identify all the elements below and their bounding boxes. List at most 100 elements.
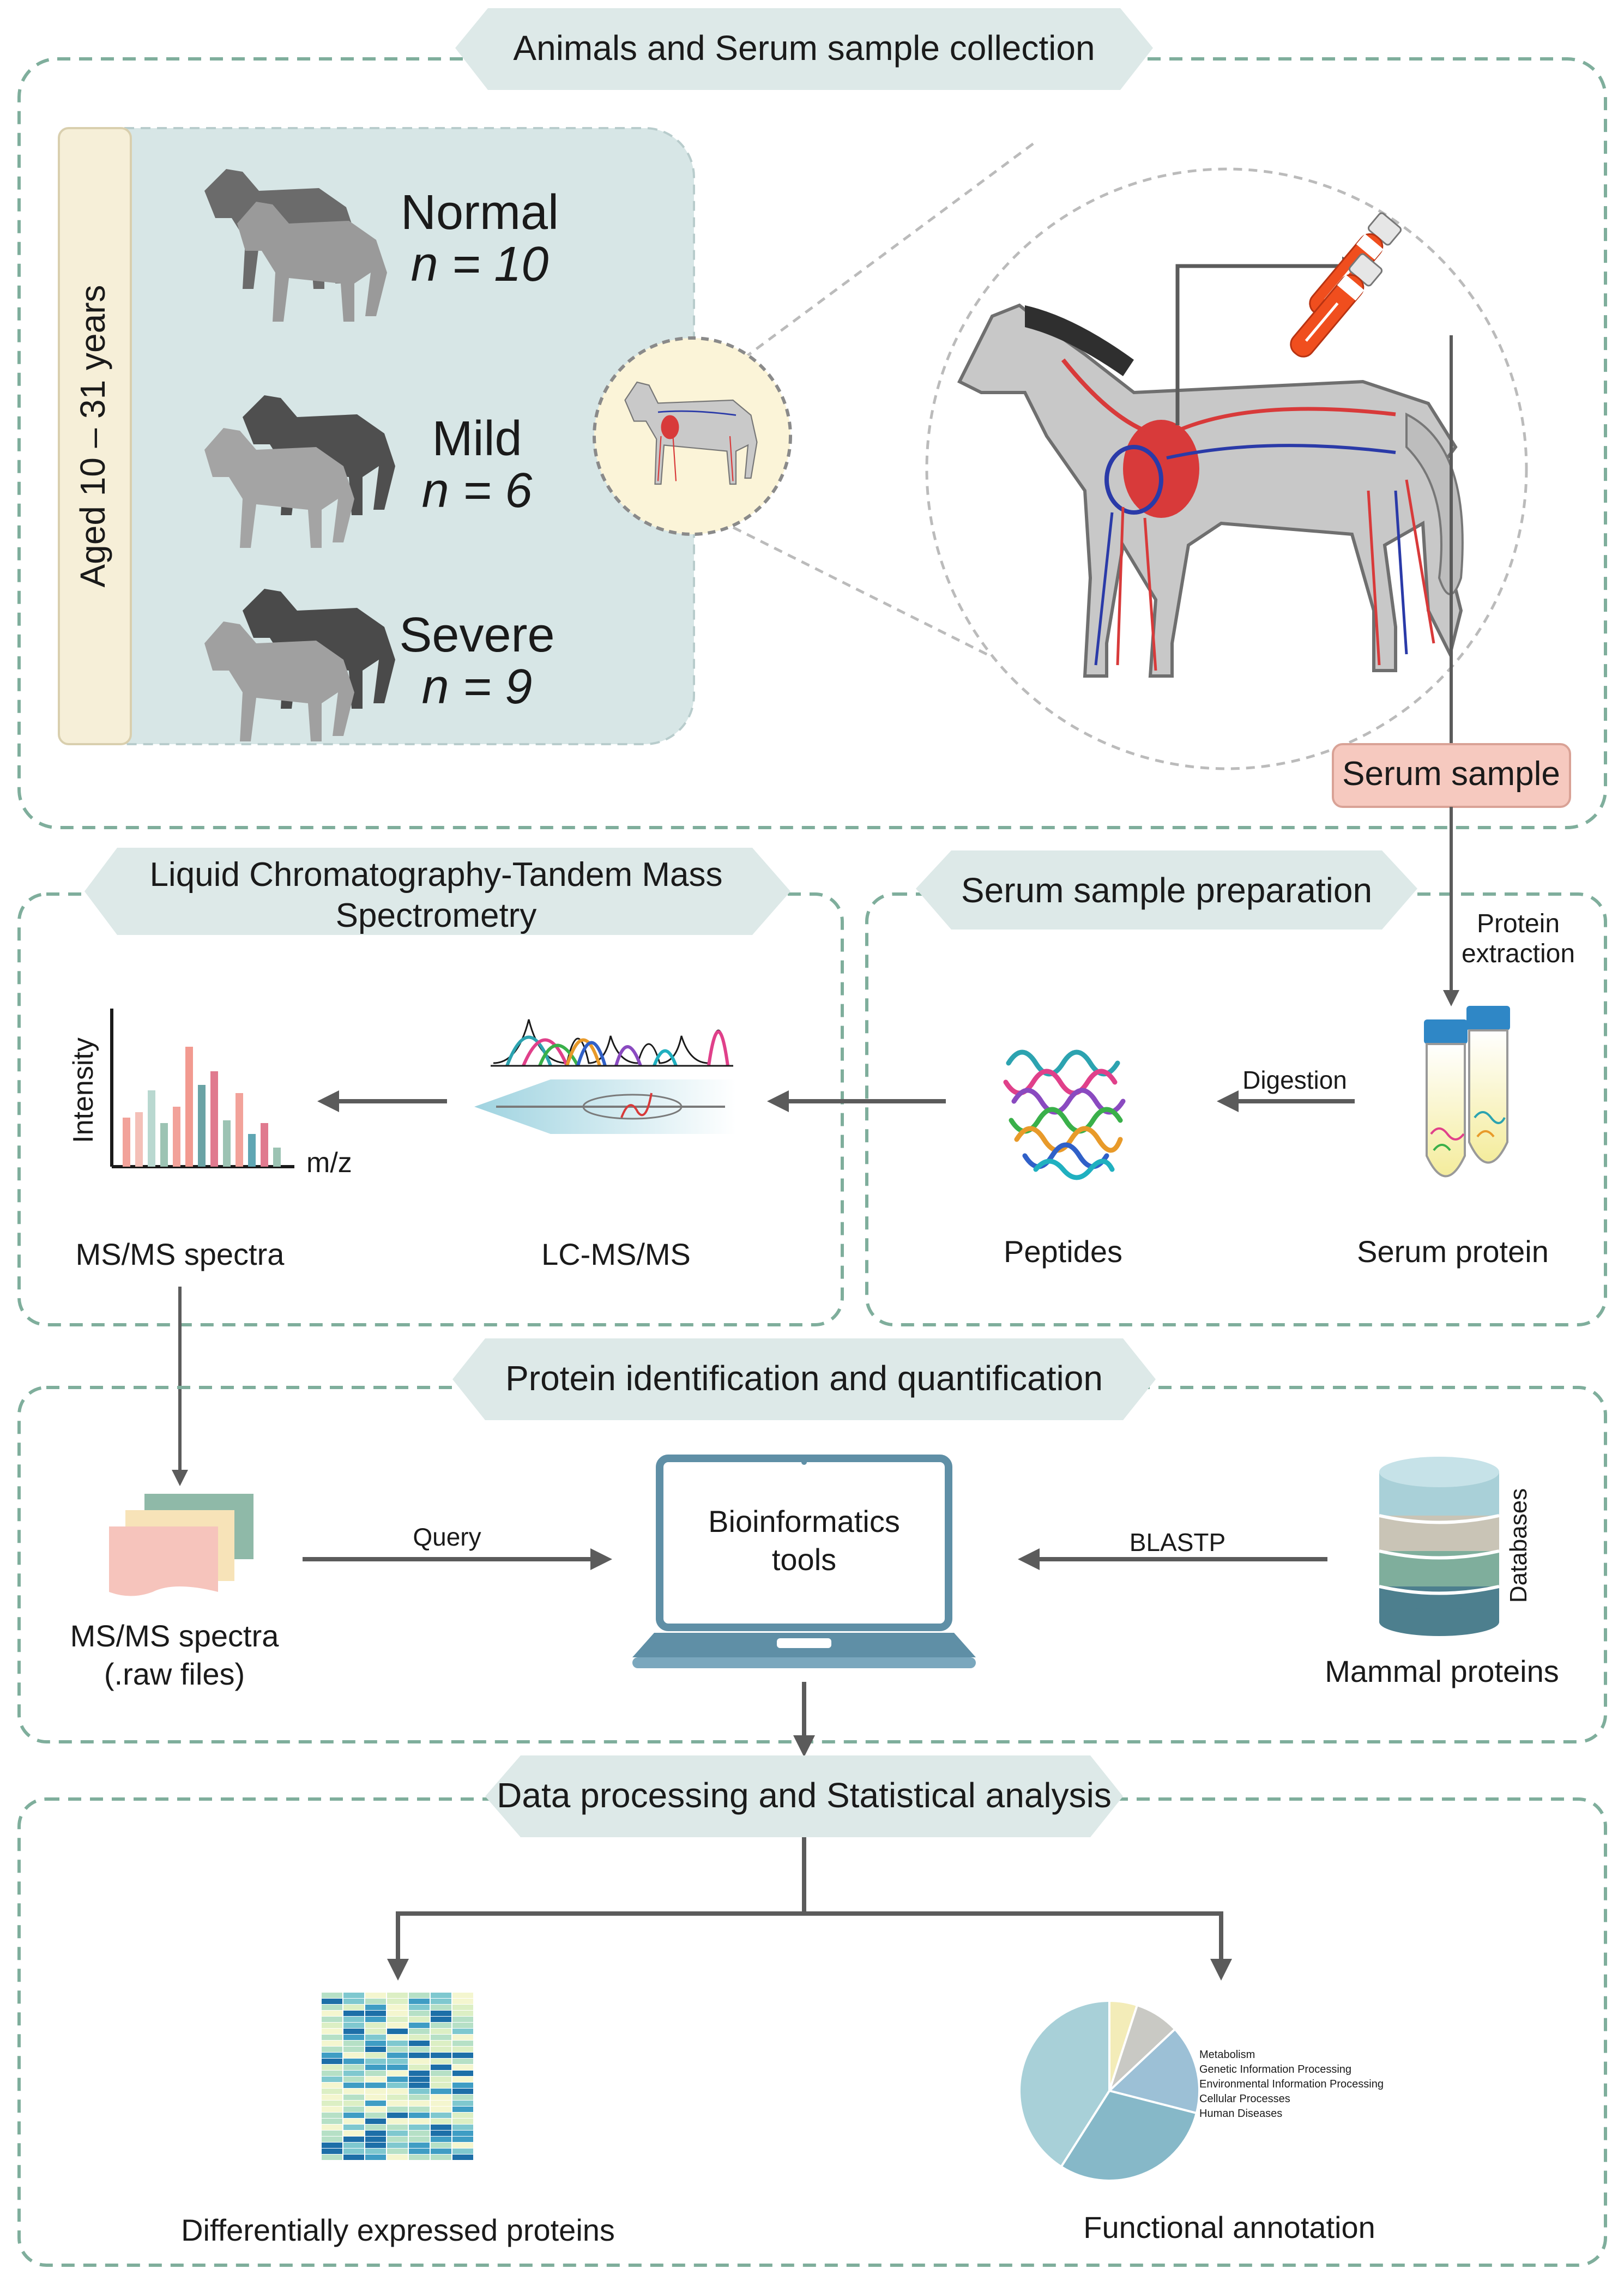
heatmap-cell: [365, 2077, 386, 2082]
heatmap-cell: [409, 1993, 430, 1998]
laptop-icon: [632, 1455, 976, 1668]
heatmap-cell: [322, 2047, 342, 2052]
heatmap-cell: [387, 2119, 408, 2124]
heatmap-cell: [431, 2113, 451, 2118]
heatmap-cell: [365, 2125, 386, 2130]
heatmap-cell: [365, 2071, 386, 2076]
heatmap-cell: [409, 2131, 430, 2136]
pie-chart-icon: [1018, 1999, 1201, 2182]
heatmap-cell: [343, 2131, 364, 2136]
heatmap-cell: [452, 2053, 473, 2058]
heatmap-cell: [343, 2071, 364, 2076]
horse-group-normal-icon: [204, 169, 387, 322]
heatmap-cell: [409, 2101, 430, 2106]
heatmap-cell: [365, 2089, 386, 2094]
heatmap-cell: [387, 2053, 408, 2058]
heatmap-cell: [365, 2017, 386, 2022]
heatmap-cell: [365, 2155, 386, 2160]
identification-banner: Protein identification and quantificatio…: [452, 1338, 1156, 1420]
collection-section-border: [17, 57, 1607, 829]
heatmap-cell: [365, 2083, 386, 2088]
lcms-banner: Liquid Chromatography-Tandem Mass Spectr…: [84, 848, 790, 935]
heatmap-cell: [322, 2065, 342, 2070]
heatmap-cell: [431, 2041, 451, 2046]
raw-files-icon: [109, 1494, 253, 1596]
raw-files-line1: MS/MS spectra: [70, 1619, 280, 1653]
heatmap-cell: [452, 2029, 473, 2034]
heatmap-cell: [387, 1999, 408, 2004]
horse-group-mild-icon: [204, 395, 395, 548]
heatmap-cell: [431, 1993, 451, 1998]
horse-group-severe-icon: [204, 589, 395, 741]
heatmap-cell: [387, 2047, 408, 2052]
heatmap-cell: [365, 2107, 386, 2112]
dep-label: Differentially expressed proteins: [181, 2213, 615, 2247]
horse-anatomy-icon: [957, 303, 1464, 678]
heatmap-cell: [343, 2143, 364, 2148]
heatmap-cell: [387, 2011, 408, 2016]
heatmap-cell: [409, 2071, 430, 2076]
peptides-icon: [1003, 1049, 1126, 1180]
heatmap-cell: [343, 2077, 364, 2082]
heatmap-cell: [409, 2047, 430, 2052]
heatmap-cell: [387, 1993, 408, 1998]
msms-spectrum-icon: [110, 1009, 294, 1168]
heatmap-cell: [387, 2137, 408, 2142]
heatmap-cell: [322, 2011, 342, 2016]
heatmap-cell: [322, 2053, 342, 2058]
heatmap-cell: [322, 1999, 342, 2004]
heatmap-cell: [409, 2137, 430, 2142]
analysis-banner: Data processing and Statistical analysis: [485, 1755, 1123, 1837]
heatmap-cell: [387, 2143, 408, 2148]
heatmap-cell: [343, 1993, 364, 1998]
heatmap-cell: [431, 2131, 451, 2136]
heatmap-cell: [343, 2149, 364, 2154]
heatmap-cell: [431, 2125, 451, 2130]
heatmap-cell: [452, 2047, 473, 2052]
heatmap-cell: [343, 2107, 364, 2112]
zoom-line-top: [719, 140, 1037, 378]
heatmap-cell: [343, 2035, 364, 2040]
heatmap-cell: [409, 2149, 430, 2154]
heatmap-cell: [452, 1999, 473, 2004]
heatmap-cell: [452, 2023, 473, 2028]
heatmap-cell: [452, 2059, 473, 2064]
heatmap-cell: [322, 2077, 342, 2082]
heatmap-cell: [365, 1993, 386, 1998]
heatmap-cell: [452, 2149, 473, 2154]
heatmap-cell: [409, 2041, 430, 2046]
heatmap-cell: [343, 2119, 364, 2124]
heatmap-cell: [387, 2149, 408, 2154]
heatmap-cell: [452, 2113, 473, 2118]
heatmap-cell: [452, 2125, 473, 2130]
heatmap-cell: [452, 2041, 473, 2046]
pie-legend: Metabolism Genetic Information Processin…: [1199, 2049, 1384, 2120]
heatmap-cell: [343, 2125, 364, 2130]
functional-annotation-label: Functional annotation: [1083, 2210, 1375, 2244]
heatmap-cell: [343, 2089, 364, 2094]
heatmap-cell: [431, 2119, 451, 2124]
heatmap-cell: [452, 2119, 473, 2124]
heatmap-cell: [452, 2035, 473, 2040]
heatmap-cell: [431, 2059, 451, 2064]
group-mild-n: n = 6: [422, 463, 533, 518]
heatmap-cell: [365, 2119, 386, 2124]
heatmap-cell: [343, 2113, 364, 2118]
database-icon: [1379, 1457, 1500, 1636]
heatmap-icon: [322, 1993, 473, 2160]
heatmap-cell: [365, 2041, 386, 2046]
heatmap-cell: [431, 2065, 451, 2070]
heatmap-cell: [322, 2149, 342, 2154]
heatmap-cell: [387, 2125, 408, 2130]
heatmap-cell: [322, 2059, 342, 2064]
heatmap-cell: [365, 2011, 386, 2016]
prep-banner: Serum sample preparation: [916, 850, 1417, 930]
heatmap-cell: [431, 2029, 451, 2034]
heatmap-cell: [387, 2059, 408, 2064]
heatmap-cell: [343, 2029, 364, 2034]
heatmap-cell: [387, 2107, 408, 2112]
heatmap-cell: [431, 2047, 451, 2052]
heatmap-cell: [343, 2023, 364, 2028]
heatmap-cell: [322, 2155, 342, 2160]
